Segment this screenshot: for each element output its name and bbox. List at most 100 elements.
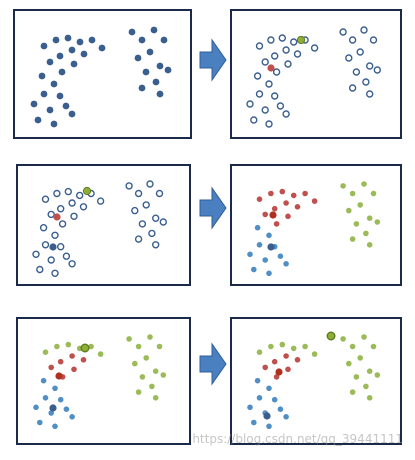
p4-left-point — [256, 196, 263, 202]
p5-left-point — [54, 343, 60, 350]
p4-left-point — [285, 213, 291, 220]
p5-right-point — [126, 336, 132, 342]
p6-left-point — [277, 406, 284, 413]
p6-left-point — [268, 343, 274, 350]
p4-left-point — [251, 266, 257, 273]
p1-right-point — [156, 62, 164, 70]
p4-right-point — [370, 190, 377, 197]
arrow-3 — [199, 342, 227, 386]
p2-left-point — [290, 38, 298, 46]
p6-left-point — [271, 358, 278, 365]
p3-left-point — [41, 195, 50, 203]
p5-center-green — [80, 343, 90, 353]
p2-left-point — [310, 44, 319, 52]
p6-right-point — [340, 336, 346, 342]
p3-center-red — [53, 213, 61, 221]
p4-left-point — [290, 192, 297, 199]
p1-left-point — [70, 60, 78, 68]
p3-left-point — [32, 250, 40, 259]
p1-right-point — [164, 66, 172, 74]
p4-left-point — [247, 251, 253, 258]
p5-right-point — [156, 343, 163, 350]
p2-left-point — [282, 110, 290, 118]
p2-left-point — [246, 100, 254, 108]
p5-right-point — [135, 389, 142, 395]
p6-right-point — [374, 372, 381, 378]
p6-left-point — [283, 353, 289, 359]
p5-left-point — [33, 404, 39, 411]
p2-left-point — [272, 68, 281, 76]
p4-center-blue — [267, 243, 275, 251]
p4-left-point — [273, 221, 280, 227]
p3-left-point — [51, 231, 59, 240]
p4-right-point — [366, 215, 373, 221]
p2-right-point — [356, 48, 364, 56]
p2-right-point — [345, 54, 353, 62]
p2-left-point — [265, 120, 273, 128]
p3-right-point — [134, 189, 143, 198]
p1-right-point — [150, 26, 158, 34]
p1-left-point — [56, 52, 64, 60]
p5-left-point — [63, 406, 70, 413]
p4-right-point — [361, 181, 367, 187]
p5-left-point — [57, 358, 64, 365]
p1-left-point — [52, 36, 60, 44]
p5-right-point — [149, 383, 155, 390]
p1-right-point — [152, 78, 160, 86]
p6-left-point — [294, 357, 301, 363]
p5-left-point — [52, 423, 58, 430]
p1-right-point — [156, 90, 164, 98]
p5-right-point — [139, 374, 146, 380]
p3-left-point — [68, 199, 76, 207]
p6-right-point — [370, 343, 377, 350]
p2-left-point — [278, 34, 286, 42]
p4-left-point — [254, 224, 261, 231]
p2-left-point — [284, 60, 292, 68]
p4-left-point — [283, 200, 289, 206]
p3-left-point — [79, 203, 88, 211]
p4-left-point — [262, 211, 269, 218]
p4-left-point — [283, 261, 289, 267]
p5-left-point — [80, 357, 87, 363]
p5-right-point — [147, 334, 153, 340]
p5-right-point — [152, 368, 159, 375]
p6-center-blue — [263, 412, 271, 420]
p2-right-point — [362, 78, 370, 86]
p3-left-point — [70, 212, 78, 221]
p4-right-point — [340, 183, 346, 189]
p4-right-point — [349, 236, 356, 242]
p5-left-point — [48, 364, 54, 371]
p5-center-blue — [49, 404, 57, 412]
p2-center-green — [296, 35, 306, 45]
p6-left-point — [247, 404, 253, 411]
p2-right-point — [348, 36, 357, 44]
p3-left-point — [68, 260, 76, 268]
p6-left-point — [266, 385, 272, 392]
p1-left-point — [76, 38, 84, 46]
p4-left-point — [268, 190, 274, 197]
p5-right-point — [132, 360, 138, 367]
p2-right-point — [366, 62, 374, 70]
p2-left-point — [255, 90, 264, 98]
p3-left-point — [36, 265, 44, 274]
p1-left-point — [98, 44, 106, 52]
p3-right-point — [146, 180, 154, 188]
p5-left-point — [52, 385, 58, 392]
p3-right-point — [151, 241, 160, 249]
p2-left-point — [255, 42, 264, 50]
p4-right-point — [363, 230, 369, 237]
p3-left-point — [58, 220, 67, 228]
p2-right-point — [352, 68, 361, 76]
p6-left-point — [311, 351, 318, 357]
p6-right-point — [366, 368, 373, 375]
p1-left-point — [46, 58, 54, 66]
p3-left-point — [47, 256, 55, 264]
p1-left-point — [64, 34, 72, 42]
p1-right-point — [160, 36, 168, 44]
p4-center-red — [269, 211, 277, 219]
p4-left-point — [262, 257, 269, 263]
p1-left-point — [80, 50, 88, 58]
p2-left-point — [261, 58, 269, 66]
p5-left-point — [57, 396, 64, 403]
p1-left-point — [56, 92, 64, 100]
